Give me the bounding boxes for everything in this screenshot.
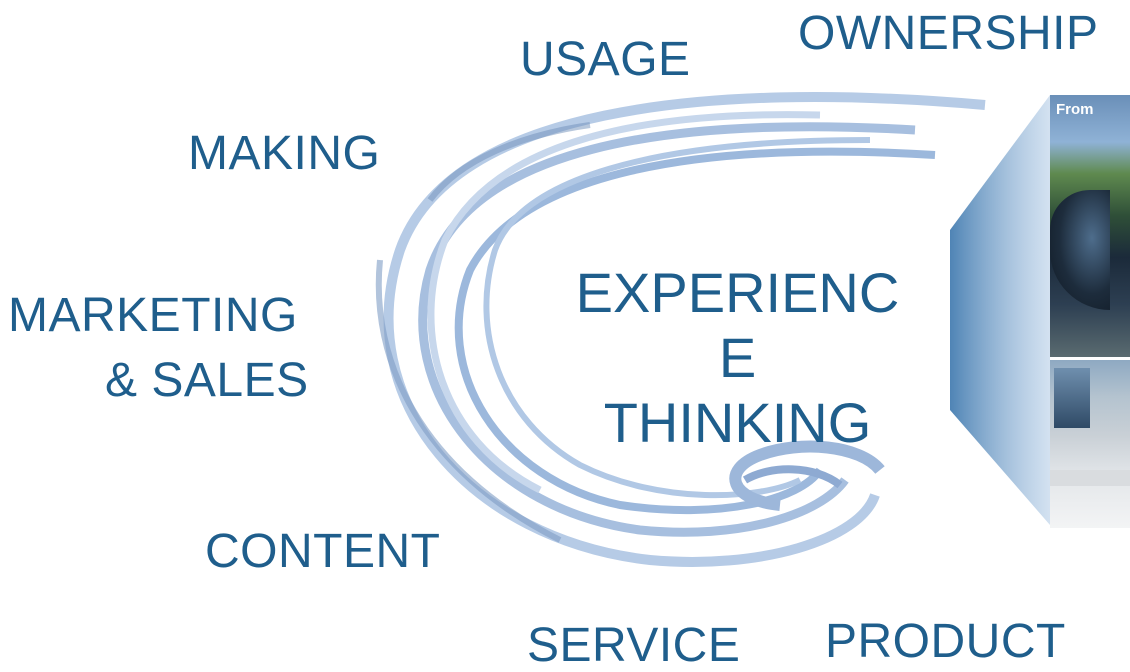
label-making: MAKING: [188, 127, 381, 180]
showroom-screen: [1054, 368, 1090, 428]
swirl-arcs: [375, 92, 986, 567]
arc-5: [483, 137, 871, 499]
callout-panel: [950, 95, 1050, 525]
arc-2: [418, 122, 916, 537]
car-image: [1050, 190, 1110, 310]
car-photo: From: [1050, 95, 1130, 528]
arc-9: [427, 122, 591, 202]
label-sales: & SALES: [105, 354, 309, 407]
center-title-line1: EXPERIENC: [575, 261, 900, 324]
center-title-line2: E: [718, 326, 757, 389]
arc-3: [454, 147, 936, 515]
label-usage: USAGE: [520, 33, 691, 86]
label-marketing: MARKETING: [8, 289, 298, 342]
arc-8: [375, 259, 562, 543]
label-service: SERVICE: [527, 619, 741, 672]
arc-4: [427, 111, 821, 494]
showroom-photo: [1050, 360, 1130, 528]
photo-caption: From: [1056, 101, 1094, 118]
arc-7: [742, 465, 843, 489]
label-product: PRODUCT: [825, 615, 1066, 668]
label-ownership: OWNERSHIP: [798, 7, 1099, 60]
center-title: EXPERIENC E THINKING: [545, 260, 930, 455]
center-title-line3: THINKING: [603, 391, 872, 454]
label-content: CONTENT: [205, 525, 441, 578]
showroom-shelf: [1050, 470, 1130, 486]
car-photo-top: From: [1050, 95, 1130, 357]
arc-6: [729, 440, 885, 511]
